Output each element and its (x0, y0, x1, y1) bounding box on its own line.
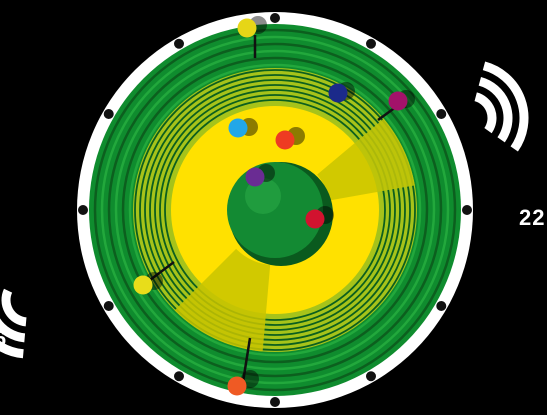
rim-dot (366, 371, 376, 381)
rim-dot (104, 301, 114, 311)
peg-head (134, 276, 153, 295)
peg-head (229, 119, 248, 138)
signal-waves-right-icon (476, 58, 536, 149)
circular-board (77, 12, 473, 408)
left-counter: 6 (0, 326, 7, 352)
rim-dot (366, 39, 376, 49)
rim-dot (436, 109, 446, 119)
rim-dot (78, 205, 88, 215)
rim-dot (174, 371, 184, 381)
peg-head (228, 377, 247, 396)
rim-dot (462, 205, 472, 215)
peg-cyan[interactable] (229, 118, 259, 138)
center-planet[interactable] (227, 162, 323, 258)
peg-head (329, 84, 348, 103)
rim-dot (436, 301, 446, 311)
signal-waves-left-icon (0, 277, 26, 365)
peg-head (306, 210, 325, 229)
peg-head (389, 92, 408, 111)
peg-head (246, 168, 265, 187)
right-counter: 22 (519, 205, 545, 231)
peg-head (238, 19, 257, 38)
rim-dot (270, 397, 280, 407)
rim-dot (174, 39, 184, 49)
signal-wave-arc (476, 94, 497, 131)
rim-dot (270, 13, 280, 23)
peg-head (276, 131, 295, 150)
rim-dot (104, 109, 114, 119)
signal-wave-arc (0, 291, 26, 327)
